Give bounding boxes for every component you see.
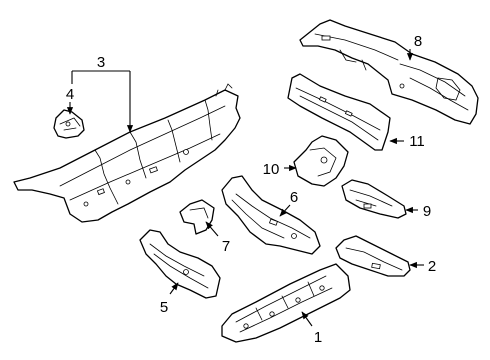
callout-6: 6: [290, 189, 298, 206]
part-6-side-member: [221, 175, 321, 255]
callout-1: 1: [314, 329, 322, 346]
callout-2: 2: [428, 258, 436, 275]
callout-9: 9: [423, 203, 431, 220]
callout-4: 4: [66, 86, 74, 103]
part-10-bracket: [293, 135, 349, 187]
callout-11: 11: [409, 133, 425, 150]
leader-lines: [66, 49, 424, 327]
part-3-floor-pan: [13, 83, 241, 223]
part-9-bracket: [341, 179, 407, 219]
callout-3: 3: [97, 54, 105, 71]
part-2-bracket: [335, 235, 411, 277]
callout-labels: 3 4 8 11 10 6 9 7 2 5 1: [66, 33, 436, 346]
part-11-crossmember: [287, 73, 391, 151]
part-4-bracket: [53, 109, 85, 139]
part-1-floor-plate: [221, 263, 351, 343]
part-7-bracket: [179, 199, 215, 235]
callout-10: 10: [263, 161, 280, 178]
part-5-side-member: [139, 229, 221, 299]
callout-5: 5: [160, 299, 168, 316]
callout-8: 8: [414, 33, 422, 50]
callout-7: 7: [222, 238, 230, 255]
part-8-rear-panel: [299, 19, 479, 125]
